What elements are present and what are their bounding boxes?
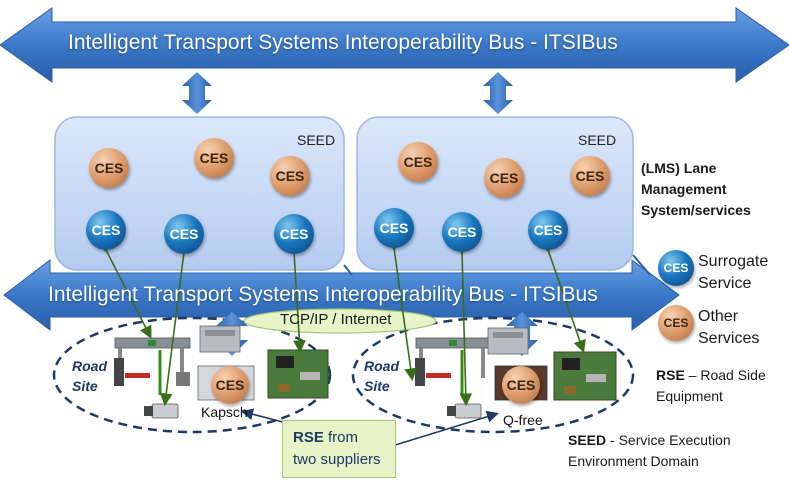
legend-rse-abbr: RSE	[656, 367, 685, 383]
legend-seed: SEED - Service Execution Environment Dom…	[568, 430, 768, 472]
legend-seed-text: - Service Execution Environment Domain	[568, 432, 731, 469]
ces-surrogate-service[interactable]: CES	[442, 212, 482, 252]
road-site-ellipse-left	[52, 316, 332, 434]
rse-callout-abbr: RSE	[293, 429, 324, 446]
lms-label: (LMS) Lane Management System/services	[641, 160, 751, 218]
tcpip-label: TCP/IP / Internet	[280, 311, 392, 328]
rse-arrow-right	[381, 410, 499, 455]
ces-surrogate-service[interactable]: CES	[86, 210, 126, 250]
ces-other-service[interactable]: CES	[270, 156, 310, 196]
rse-callout: RSE from two suppliers	[282, 420, 396, 478]
top-bus-label: Intelligent Transport Systems Interopera…	[68, 31, 618, 54]
ces-other-service[interactable]: CES	[398, 142, 438, 182]
seed-left-label: SEED	[297, 132, 336, 148]
supplier-qfree: Q-free	[503, 412, 543, 428]
seed-right-label: SEED	[578, 132, 617, 148]
legend-surrogate-icon: CES	[658, 250, 694, 286]
ces-surrogate-service[interactable]: CES	[164, 214, 204, 254]
ces-other-service[interactable]: CES	[194, 138, 234, 178]
road-site-ellipse-right	[351, 316, 635, 434]
ces-other-service[interactable]: CES	[484, 158, 524, 198]
rse-callout-line1: RSE from	[293, 429, 358, 446]
rse-callout-text1: from	[328, 429, 359, 446]
top-right-vertical-arrow	[483, 72, 513, 114]
ces-roadsite-kapsch[interactable]: CES	[211, 366, 249, 404]
ces-surrogate-service[interactable]: CES	[274, 214, 314, 254]
ces-other-service[interactable]: CES	[89, 148, 129, 188]
top-bus-arrow	[0, 7, 789, 83]
ces-surrogate-service[interactable]: CES	[528, 210, 568, 250]
seed-box-left	[54, 116, 345, 271]
legend-surrogate-text: Surrogate Service	[698, 253, 769, 292]
legend-rse-text: – Road Side Equipment	[656, 367, 766, 404]
ces-roadsite-qfree[interactable]: CES	[502, 366, 540, 404]
bottom-bus-label: Intelligent Transport Systems Interopera…	[48, 283, 598, 306]
ces-other-service[interactable]: CES	[570, 156, 610, 196]
legend-seed-abbr: SEED	[568, 432, 607, 448]
supplier-kapsch: Kapsch	[201, 404, 248, 420]
road-site-label-left: Road Site	[72, 358, 107, 394]
road-site-label-right: Road Site	[364, 358, 399, 394]
rse-callout-text2: two suppliers	[293, 451, 381, 468]
legend-other-icon: CES	[658, 305, 694, 341]
top-left-vertical-arrow	[182, 72, 212, 114]
ces-surrogate-service[interactable]: CES	[374, 208, 414, 248]
legend-rse: RSE – Road Side Equipment	[656, 365, 786, 407]
legend-other-text: Other Services	[698, 308, 760, 347]
surrogate-links	[95, 237, 586, 407]
